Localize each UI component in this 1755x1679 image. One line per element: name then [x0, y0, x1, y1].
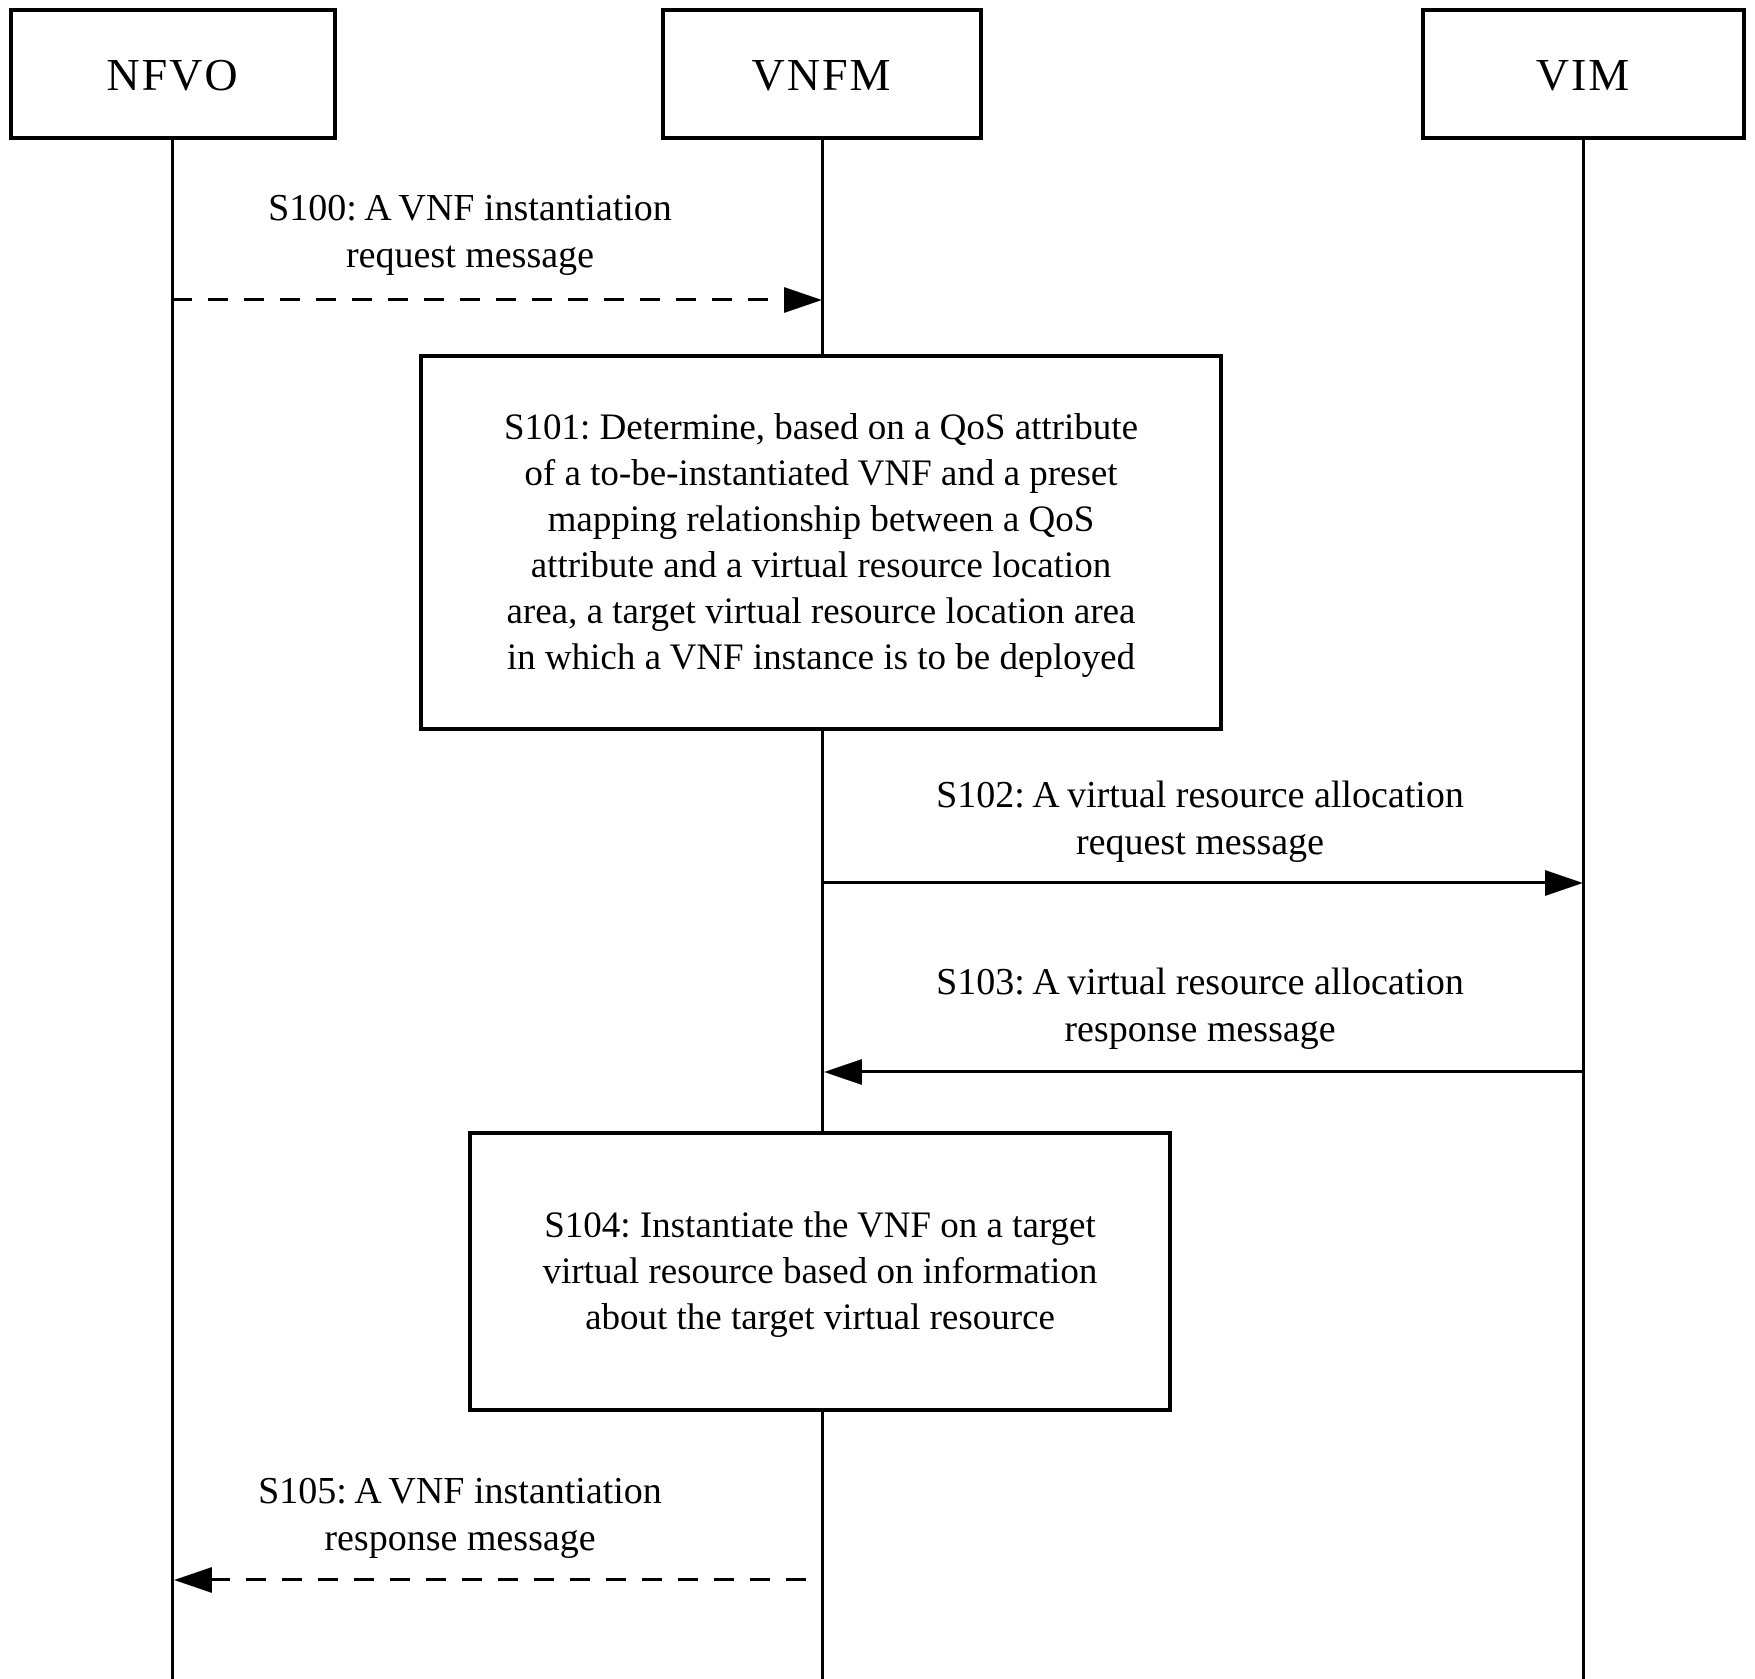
actor-box-vnfm: VNFM: [661, 8, 983, 140]
message-s103-arrowhead-icon: [824, 1059, 862, 1085]
message-s102-arrowhead-icon: [1545, 870, 1583, 896]
lifeline-vnfm: [821, 140, 824, 1679]
message-s103-line: [860, 1070, 1583, 1073]
message-s100-line: [172, 298, 784, 301]
actor-box-vim: VIM: [1421, 8, 1746, 140]
message-s105-arrowhead-icon: [174, 1567, 212, 1593]
message-s100-arrowhead-icon: [784, 287, 822, 313]
step-s101-text: S101: Determine, based on a QoS attribut…: [503, 406, 1138, 678]
message-s100-label: S100: A VNF instantiation request messag…: [268, 187, 672, 276]
message-s105-line: [210, 1578, 822, 1581]
actor-label-vnfm: VNFM: [751, 48, 893, 100]
actor-label-vim: VIM: [1535, 48, 1632, 100]
message-s103-label: S103: A virtual resource allocation resp…: [936, 961, 1464, 1050]
step-s104-text: S104: Instantiate the VNF on a target vi…: [542, 1204, 1098, 1338]
message-s102-line: [822, 881, 1545, 884]
lifeline-vim: [1582, 140, 1585, 1679]
lifeline-nfvo: [171, 140, 174, 1679]
step-box-s104: S104: Instantiate the VNF on a target vi…: [468, 1131, 1172, 1412]
actor-label-nfvo: NFVO: [106, 48, 240, 100]
message-s102-label: S102: A virtual resource allocation requ…: [936, 774, 1464, 863]
actor-box-nfvo: NFVO: [9, 8, 337, 140]
message-s105-label: S105: A VNF instantiation response messa…: [258, 1470, 662, 1559]
step-box-s101: S101: Determine, based on a QoS attribut…: [419, 354, 1223, 731]
